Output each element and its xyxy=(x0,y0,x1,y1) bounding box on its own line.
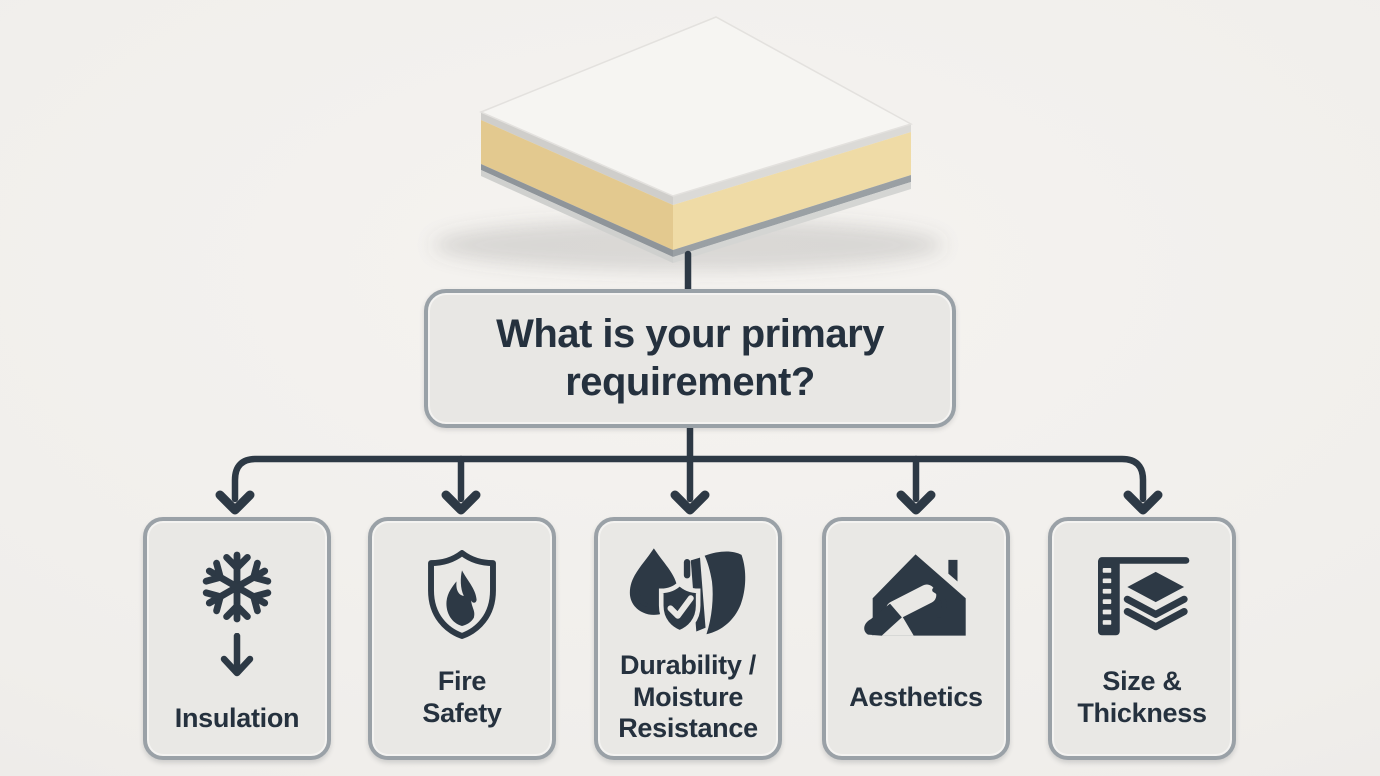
option-node-durability: Durability / Moisture Resistance xyxy=(594,517,782,760)
option-icon-area xyxy=(1092,543,1192,647)
option-label: Size & Thickness xyxy=(1077,665,1207,728)
house-paint-roller-icon xyxy=(864,554,966,636)
question-text: What is your primary requirement? xyxy=(496,312,884,404)
option-label: Durability / Moisture Resistance xyxy=(618,649,758,744)
arrowhead-aesthetics xyxy=(896,490,936,515)
arrowheads xyxy=(215,490,1163,515)
question-node: What is your primary requirement? xyxy=(424,289,956,428)
droplet-shield-icon xyxy=(629,548,746,635)
option-label: Fire Safety xyxy=(422,665,502,728)
option-node-fire-safety: Fire Safety xyxy=(368,517,556,760)
option-icon-area xyxy=(859,543,973,647)
arrowhead-size-thickness xyxy=(1123,490,1163,515)
arrowhead-fire-safety xyxy=(441,490,481,515)
sandwich-panel-illustration xyxy=(479,16,913,263)
option-node-size-thickness: Size & Thickness xyxy=(1048,517,1236,760)
option-icon-area xyxy=(628,543,748,647)
option-label: Insulation xyxy=(174,702,300,733)
arrowhead-insulation xyxy=(215,490,255,515)
shield-flame-icon xyxy=(428,550,496,639)
ruler-layers-icon xyxy=(1098,557,1190,636)
connector-tree xyxy=(231,421,1147,503)
option-node-aesthetics: Aesthetics xyxy=(822,517,1010,760)
option-node-insulation: Insulation xyxy=(143,517,331,760)
snowflake-icon xyxy=(197,547,277,627)
down-arrow-icon xyxy=(220,633,254,677)
option-icon-area xyxy=(421,543,503,647)
option-icon-area xyxy=(197,541,277,689)
arrowhead-durability xyxy=(670,490,710,515)
option-label: Aesthetics xyxy=(849,681,983,712)
